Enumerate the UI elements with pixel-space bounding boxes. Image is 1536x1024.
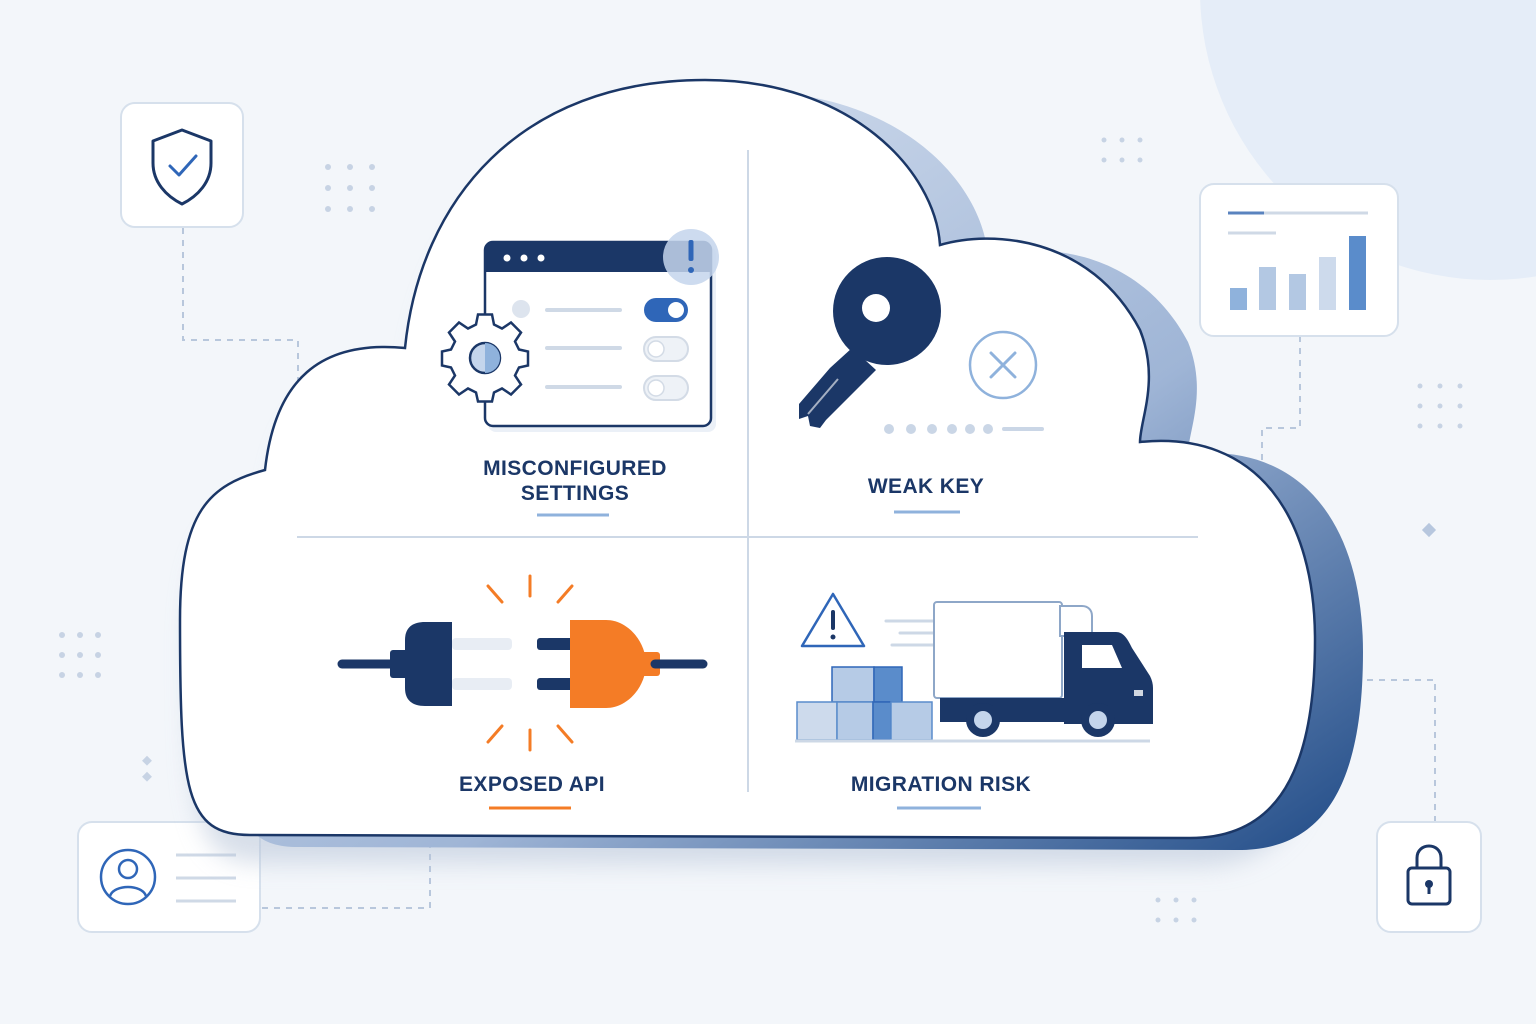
weak-key-label: WEAK KEY (868, 475, 984, 498)
misconfigured-label-line2: SETTINGS (521, 482, 629, 505)
cloud-container (178, 78, 1363, 866)
exposed-api-label: EXPOSED API (459, 773, 605, 796)
migration-risk-label: MIGRATION RISK (851, 773, 1031, 796)
quadrant-migration-risk: MIGRATION RISK (795, 592, 1153, 810)
boxes-icon (795, 666, 1150, 743)
shield-check-icon (151, 128, 213, 206)
bar-chart-icon (1230, 236, 1366, 310)
migration-truck-icon (933, 601, 1153, 737)
exposed-api-plug-icon (337, 574, 708, 752)
warning-triangle-icon (800, 592, 866, 648)
padlock-icon (1406, 844, 1452, 906)
password-dots-icon (884, 424, 1044, 434)
lock-card (1376, 821, 1482, 933)
quadrant-exposed-api: EXPOSED API (337, 574, 708, 810)
spark-lines (486, 574, 574, 752)
gear-icon (440, 313, 530, 403)
toggle-off-icon (643, 375, 689, 401)
misconfigured-label-line1: MISCONFIGURED (483, 457, 667, 480)
user-profile-icon (99, 848, 157, 906)
shield-card (120, 102, 244, 228)
toggle-on-icon (644, 298, 688, 322)
toggle-off-icon (643, 336, 689, 362)
background-decoration (59, 0, 1536, 923)
close-circle-icon (968, 330, 1038, 400)
quadrant-weak-key: WEAK KEY (799, 257, 1044, 514)
alert-badge-icon (663, 229, 719, 285)
weak-key-icon (799, 257, 941, 428)
chart-card (1199, 183, 1399, 337)
quadrant-misconfigured-settings: MISCONFIGURED SETTINGS (440, 229, 719, 517)
user-card (77, 821, 261, 933)
misconfigured-settings-icon (440, 229, 719, 432)
